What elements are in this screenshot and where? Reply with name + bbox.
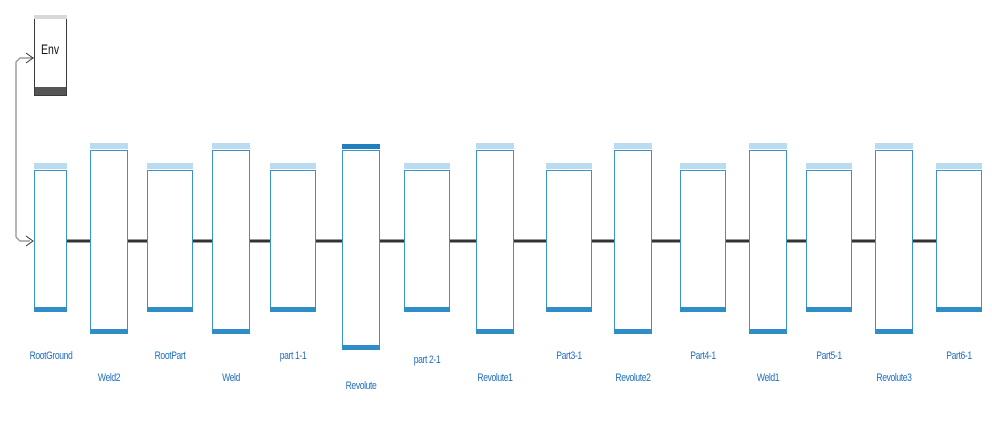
part51-label: Part5-1	[816, 350, 842, 362]
block-band	[147, 163, 193, 169]
block-band	[270, 163, 316, 169]
part11-block[interactable]	[270, 163, 316, 312]
block-footer	[806, 307, 852, 312]
block-band	[34, 163, 67, 169]
block-footer	[476, 329, 514, 334]
env-block-band	[34, 15, 67, 19]
revolute-block[interactable]	[342, 144, 380, 350]
weld2-block[interactable]	[90, 143, 128, 334]
part61-label: Part6-1	[946, 350, 972, 362]
part21-label: part 2-1	[413, 354, 441, 366]
weld1-label: Weld1	[756, 372, 780, 384]
revolute3-label: Revolute3	[876, 372, 912, 384]
block-band	[749, 143, 787, 149]
revolute3-block[interactable]	[875, 143, 913, 334]
env-block-label: Env	[41, 41, 60, 57]
block-footer	[90, 329, 128, 334]
part21-block[interactable]	[404, 163, 450, 312]
env-port-arrow	[25, 52, 34, 64]
rootground-label: RootGround	[29, 350, 72, 362]
env-block[interactable]: Env	[34, 15, 67, 96]
env-block-footer	[35, 87, 66, 95]
block-footer	[270, 307, 316, 312]
block-footer	[546, 307, 592, 312]
part31-block[interactable]	[546, 163, 592, 312]
revolute2-block[interactable]	[614, 143, 652, 334]
revolute2-label: Revolute2	[615, 372, 651, 384]
ground-port-arrow	[25, 235, 34, 247]
block-band	[875, 143, 913, 149]
block-footer	[680, 307, 726, 312]
part41-block[interactable]	[680, 163, 726, 312]
part11-label: part 1-1	[279, 350, 307, 362]
block-band	[936, 163, 982, 169]
revolute-label: Revolute	[345, 380, 377, 392]
part61-block[interactable]	[936, 163, 982, 312]
block-footer	[749, 329, 787, 334]
block-footer	[404, 307, 450, 312]
block-band	[806, 163, 852, 169]
weld-block[interactable]	[212, 143, 250, 334]
block-band	[680, 163, 726, 169]
block-footer	[147, 307, 193, 312]
block-band	[342, 144, 380, 149]
block-band	[90, 143, 128, 149]
block-footer	[936, 307, 982, 312]
part31-label: Part3-1	[556, 350, 582, 362]
block-footer	[34, 307, 67, 312]
rootpart-block[interactable]	[147, 163, 193, 312]
part41-label: Part4-1	[690, 350, 716, 362]
block-band	[614, 143, 652, 149]
rootpart-label: RootPart	[154, 350, 186, 362]
block-band	[546, 163, 592, 169]
rootground-block[interactable]	[34, 163, 67, 312]
env-connection-line	[15, 57, 34, 242]
block-footer	[212, 329, 250, 334]
weld-label: Weld	[222, 372, 240, 384]
block-band	[404, 163, 450, 169]
weld1-block[interactable]	[749, 143, 787, 334]
weld2-label: Weld2	[97, 372, 121, 384]
block-footer	[614, 329, 652, 334]
block-band	[476, 143, 514, 149]
revolute1-label: Revolute1	[477, 372, 513, 384]
revolute1-block[interactable]	[476, 143, 514, 334]
block-band	[212, 143, 250, 149]
part51-block[interactable]	[806, 163, 852, 312]
block-footer	[875, 329, 913, 334]
block-footer	[342, 345, 380, 350]
